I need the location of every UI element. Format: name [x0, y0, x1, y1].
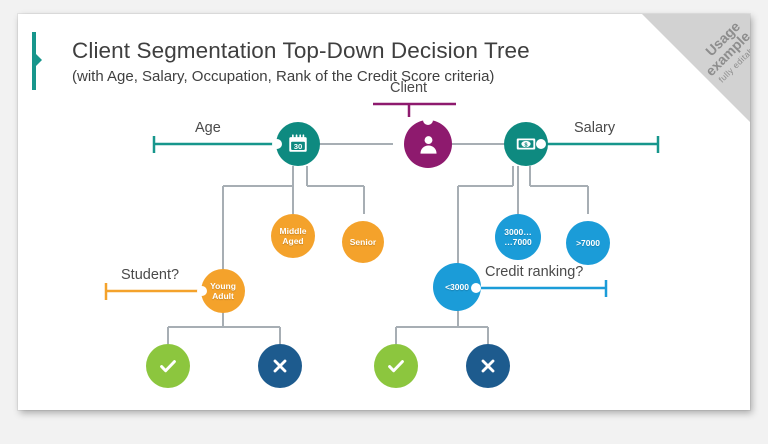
decision-tree-diagram: Age Client Salary Student? Credit rankin…: [18, 14, 750, 410]
node-age[interactable]: 30: [276, 122, 320, 166]
node-label: <3000: [445, 282, 469, 292]
check-icon: [160, 360, 176, 373]
node-middle-aged[interactable]: Middle Aged: [271, 214, 315, 258]
svg-text:30: 30: [294, 142, 303, 151]
node-label: 3000… …7000: [504, 227, 532, 247]
node-salary-high[interactable]: >7000: [566, 221, 610, 265]
accent-notch-icon: [36, 54, 42, 66]
page-title: Client Segmentation Top-Down Decision Tr…: [72, 38, 530, 63]
node-salary-mid[interactable]: 3000… …7000: [495, 214, 541, 260]
connector-dot-client: [423, 115, 433, 125]
branch-label-client: Client: [390, 80, 428, 96]
connector-dot-salary-low: [471, 283, 481, 293]
node-label: Young Adult: [210, 281, 236, 301]
node-label: Senior: [349, 237, 377, 247]
leaf-yes-student[interactable]: [146, 344, 190, 388]
cross-icon: [273, 359, 287, 373]
branch-label-age: Age: [195, 120, 221, 136]
leaf-no-student[interactable]: [258, 344, 302, 388]
node-label: >7000: [576, 238, 600, 248]
node-client[interactable]: [404, 120, 452, 168]
check-icon: [388, 360, 404, 373]
leaf-no-credit[interactable]: [466, 344, 510, 388]
banknote-dollar-icon: $: [516, 138, 536, 150]
node-senior[interactable]: Senior: [342, 221, 384, 263]
connector-dot-young-adult: [197, 286, 207, 296]
svg-text:$: $: [524, 142, 528, 148]
branch-label-salary: Salary: [574, 120, 616, 136]
person-icon: [419, 135, 437, 154]
page-subtitle: (with Age, Salary, Occupation, Rank of t…: [72, 68, 495, 85]
node-young-adult[interactable]: Young Adult: [201, 269, 245, 313]
connector-dot-salary: [536, 139, 546, 149]
left-accent-bar: [32, 32, 42, 90]
branch-label-student: Student?: [121, 267, 180, 283]
cross-icon: [481, 359, 495, 373]
calendar-30-icon: 30: [289, 134, 307, 152]
connector-dot-age: [272, 139, 282, 149]
leaf-yes-credit[interactable]: [374, 344, 418, 388]
branch-label-credit-ranking: Credit ranking?: [485, 264, 584, 280]
connector-wires: [104, 102, 660, 344]
node-label: Middle Aged: [279, 226, 307, 246]
slide-card: Client Segmentation Top-Down Decision Tr…: [18, 14, 750, 410]
